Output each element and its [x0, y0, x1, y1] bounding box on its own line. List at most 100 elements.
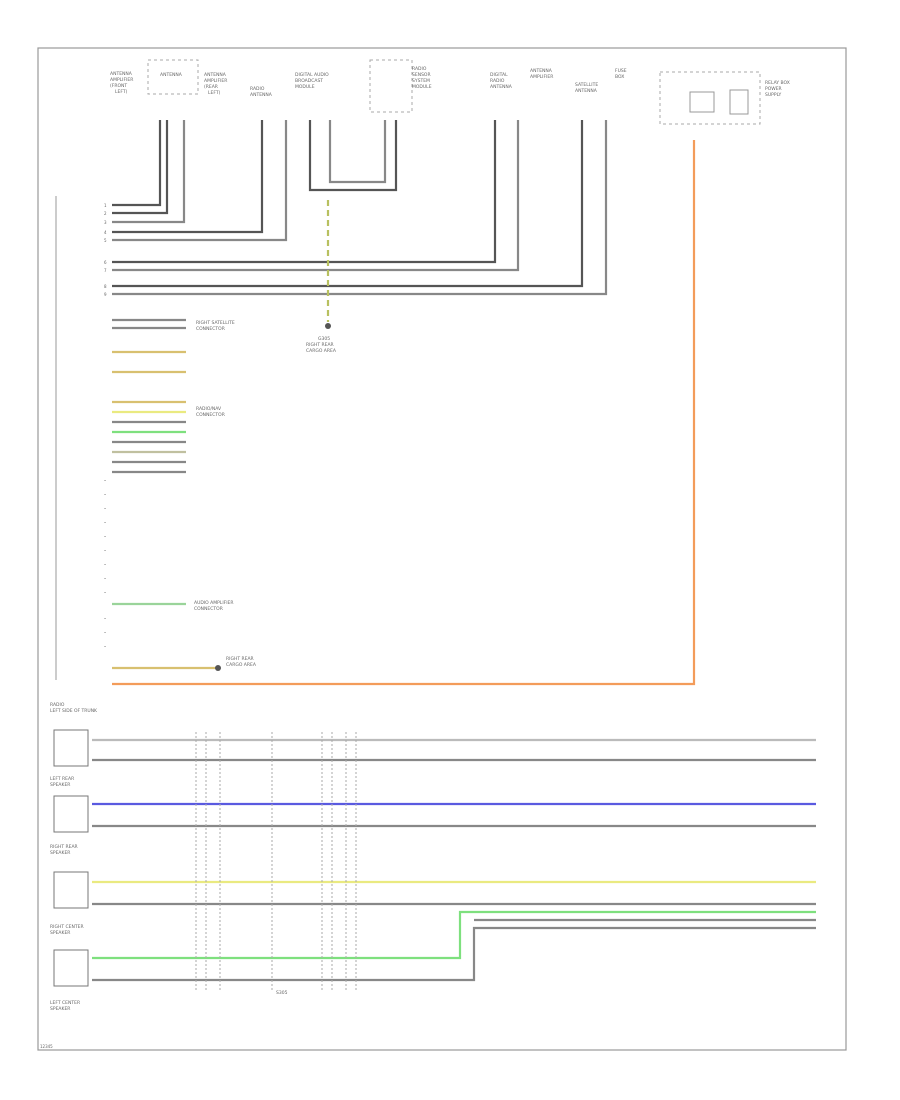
- component-box: [369, 59, 413, 113]
- footer-label: 12345: [40, 1044, 53, 1049]
- svg-text:ANTENNA: ANTENNA: [204, 72, 227, 78]
- svg-text:•: •: [104, 631, 106, 635]
- speaker-right-rear: [53, 795, 89, 833]
- wire: [328, 120, 387, 184]
- wire: [308, 120, 398, 192]
- connector-breaks: [195, 732, 357, 990]
- pin-list: ••• ••• ••• •••: [104, 479, 106, 649]
- svg-text:7: 7: [104, 268, 107, 273]
- svg-text:SATELLITE: SATELLITE: [575, 82, 598, 88]
- svg-text:LEFT): LEFT): [208, 90, 221, 96]
- wire: [112, 120, 288, 242]
- component-box: [729, 89, 749, 115]
- top-components: [147, 59, 761, 125]
- wire: [112, 120, 186, 224]
- svg-text:•: •: [104, 507, 106, 511]
- svg-text:LEFT CENTER: LEFT CENTER: [50, 1000, 80, 1006]
- svg-text:(REAR: (REAR: [204, 84, 218, 90]
- wire: [112, 120, 608, 296]
- speaker-section: RADIO LEFT SIDE OF TRUNK LEFT REARSPEAKE…: [50, 702, 816, 1012]
- svg-text:POWER: POWER: [765, 86, 782, 92]
- svg-text:RADIO/NAV: RADIO/NAV: [196, 406, 222, 412]
- svg-text:RADIO: RADIO: [250, 86, 265, 92]
- wire: [112, 120, 162, 207]
- svg-text:ANTENNA: ANTENNA: [160, 72, 183, 78]
- svg-text:BROADCAST: BROADCAST: [295, 78, 323, 84]
- component-box: [147, 59, 199, 95]
- splice-label: S305: [276, 990, 288, 996]
- svg-text:SENSOR: SENSOR: [412, 72, 431, 78]
- svg-text:RADIO: RADIO: [412, 66, 427, 72]
- diagram-border: [37, 47, 847, 1051]
- connector-pins: 1 2 3 4 5 6 7 8 9: [104, 203, 221, 671]
- svg-text:ANTENNA: ANTENNA: [530, 68, 553, 74]
- wire: [112, 120, 264, 234]
- svg-text:•: •: [104, 617, 106, 621]
- svg-text:RIGHT REAR: RIGHT REAR: [50, 844, 78, 850]
- svg-text:AUDIO AMPLIFIER: AUDIO AMPLIFIER: [194, 600, 234, 606]
- svg-text:CARGO AREA: CARGO AREA: [226, 662, 257, 668]
- wire: [112, 120, 169, 215]
- svg-text:•: •: [104, 645, 106, 649]
- svg-text:AMPLIFIER: AMPLIFIER: [204, 78, 227, 84]
- svg-text:DIGITAL AUDIO: DIGITAL AUDIO: [295, 72, 329, 78]
- svg-text:5: 5: [104, 238, 107, 243]
- svg-text:•: •: [104, 521, 106, 525]
- svg-text:(FRONT: (FRONT: [110, 83, 127, 89]
- svg-text:6: 6: [104, 260, 107, 265]
- svg-text:DIGITAL: DIGITAL: [490, 72, 508, 78]
- svg-text:•: •: [104, 479, 106, 483]
- svg-text:3: 3: [104, 220, 107, 225]
- speaker-right-center: [53, 871, 89, 909]
- svg-text:SPEAKER: SPEAKER: [50, 782, 70, 788]
- svg-text:BOX: BOX: [615, 74, 624, 80]
- svg-text:ANTENNA: ANTENNA: [250, 92, 273, 98]
- svg-text:FUSE: FUSE: [615, 68, 627, 74]
- svg-text:ANTENNA: ANTENNA: [575, 88, 598, 94]
- svg-text:CONNECTOR: CONNECTOR: [194, 606, 223, 612]
- top-vertical-wires: [112, 120, 608, 296]
- svg-text:RIGHT SATELLITE: RIGHT SATELLITE: [196, 320, 235, 326]
- svg-text:SPEAKER: SPEAKER: [50, 930, 70, 936]
- speaker-left-rear: [53, 729, 89, 767]
- svg-text:RIGHT REAR: RIGHT REAR: [226, 656, 254, 662]
- splice-dot: [215, 665, 221, 671]
- svg-text:•: •: [104, 549, 106, 553]
- svg-text:RADIO: RADIO: [490, 78, 505, 84]
- svg-text:1: 1: [104, 203, 107, 208]
- svg-text:2: 2: [104, 211, 107, 216]
- svg-text:MODULE: MODULE: [295, 84, 315, 90]
- svg-text:LEFT REAR: LEFT REAR: [50, 776, 74, 782]
- speaker-left-center: [53, 949, 89, 987]
- svg-text:RIGHT CENTER: RIGHT CENTER: [50, 924, 84, 930]
- svg-text:LEFT SIDE OF TRUNK: LEFT SIDE OF TRUNK: [50, 708, 98, 714]
- component-box: [689, 91, 715, 113]
- svg-text:ANTENNA: ANTENNA: [490, 84, 513, 90]
- svg-text:CONNECTOR: CONNECTOR: [196, 412, 225, 418]
- wire: [92, 910, 816, 960]
- ground-point: [325, 323, 331, 329]
- svg-text:CARGO AREA: CARGO AREA: [306, 348, 337, 354]
- svg-text:SYSTEM: SYSTEM: [412, 78, 430, 84]
- svg-text:RELAY BOX: RELAY BOX: [765, 80, 790, 86]
- svg-text:•: •: [104, 563, 106, 567]
- svg-text:4: 4: [104, 230, 107, 235]
- svg-text:G305: G305: [318, 336, 330, 342]
- component-box: [659, 71, 761, 125]
- svg-text:9: 9: [104, 292, 107, 297]
- svg-text:SUPPLY: SUPPLY: [765, 92, 781, 98]
- svg-text:CONNECTOR: CONNECTOR: [196, 326, 225, 332]
- svg-text:ANTENNA: ANTENNA: [110, 71, 133, 77]
- wire: [112, 120, 497, 264]
- svg-text:•: •: [104, 577, 106, 581]
- svg-text:SPEAKER: SPEAKER: [50, 850, 70, 856]
- svg-text:•: •: [104, 535, 106, 539]
- svg-text:LEFT): LEFT): [115, 89, 128, 95]
- svg-text:8: 8: [104, 284, 107, 289]
- svg-text:SPEAKER: SPEAKER: [50, 1006, 70, 1012]
- power-wire: [112, 140, 696, 686]
- wire: [112, 120, 584, 288]
